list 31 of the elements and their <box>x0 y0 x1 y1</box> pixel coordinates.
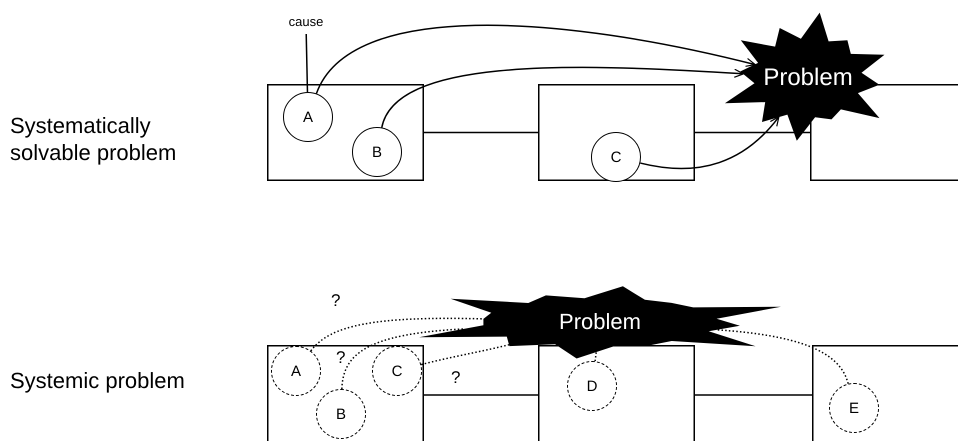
dashed-cause-circle: E <box>829 383 879 433</box>
leader-line <box>305 34 308 92</box>
dashed-cause-circle: B <box>316 389 366 439</box>
connector-line <box>695 132 810 134</box>
connector-line <box>424 394 538 396</box>
row-heading: Systematically solvable problem <box>10 112 178 166</box>
dotted-line <box>716 329 849 384</box>
process-box <box>812 345 958 441</box>
cause-circle: B <box>352 127 402 177</box>
problem-label: Problem <box>763 64 853 92</box>
dotted-line <box>341 328 464 390</box>
problem-label: Problem <box>559 309 641 335</box>
process-box <box>810 84 958 181</box>
dashed-cause-circle: D <box>567 361 617 411</box>
annotation-text: cause <box>283 14 329 34</box>
arrow <box>316 24 756 94</box>
connector-line <box>424 132 538 134</box>
connector-line <box>695 394 812 396</box>
cause-circle: A <box>283 92 333 142</box>
row-heading: Systemic problem <box>10 367 186 394</box>
process-box <box>267 84 424 181</box>
process-box <box>267 345 424 441</box>
dotted-line <box>310 318 484 352</box>
process-box <box>538 84 695 181</box>
dashed-cause-circle: A <box>271 346 321 396</box>
arrow <box>381 66 744 128</box>
arrow <box>640 116 780 170</box>
dotted-line <box>594 352 597 362</box>
cause-circle: C <box>591 132 641 182</box>
dotted-line <box>420 344 510 366</box>
dashed-cause-circle: C <box>372 346 422 396</box>
